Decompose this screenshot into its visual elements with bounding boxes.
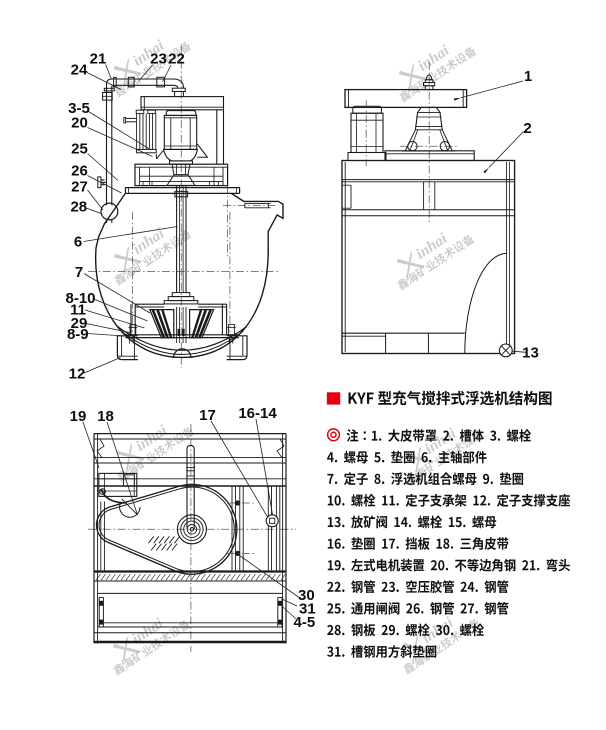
svg-text:28: 28 — [70, 198, 87, 215]
svg-text:13: 13 — [522, 345, 539, 362]
svg-text:26: 26 — [71, 163, 88, 180]
svg-text:21: 21 — [90, 50, 107, 67]
svg-text:24: 24 — [71, 62, 88, 79]
svg-text:23: 23 — [150, 50, 167, 67]
svg-text:8-9: 8-9 — [67, 326, 89, 343]
svg-text:3-5: 3-5 — [68, 100, 90, 117]
svg-text:30: 30 — [298, 587, 315, 604]
svg-text:20: 20 — [71, 115, 88, 132]
svg-text:27: 27 — [71, 179, 88, 196]
svg-text:7: 7 — [75, 264, 83, 281]
svg-text:6: 6 — [74, 234, 82, 251]
svg-text:29: 29 — [71, 315, 88, 332]
svg-text:12: 12 — [69, 366, 86, 383]
svg-text:25: 25 — [71, 141, 88, 158]
svg-text:4-5: 4-5 — [294, 614, 316, 631]
svg-text:22: 22 — [168, 50, 185, 67]
svg-text:1: 1 — [524, 68, 532, 85]
svg-text:19: 19 — [70, 408, 87, 425]
svg-text:17: 17 — [199, 407, 216, 424]
svg-text:11: 11 — [70, 301, 86, 318]
svg-text:8-10: 8-10 — [65, 290, 95, 307]
svg-text:18: 18 — [97, 408, 114, 425]
svg-text:16-14: 16-14 — [238, 405, 277, 422]
svg-text:31: 31 — [299, 601, 316, 618]
svg-text:2: 2 — [523, 120, 531, 137]
